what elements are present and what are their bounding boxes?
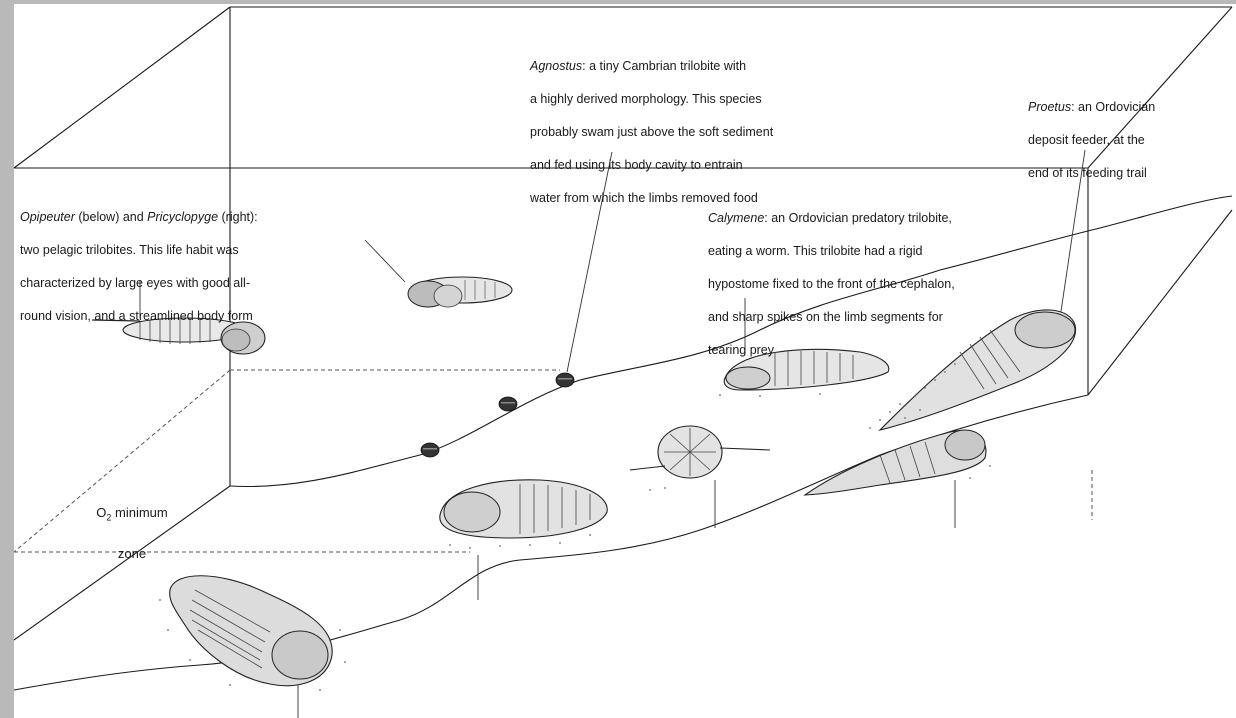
spiny-trilobite-icon	[805, 430, 986, 495]
calymene-line-2: eating a worm. This trilobite had a rigi…	[708, 243, 1068, 260]
proetus-line-3: end of its feeding trail	[1028, 165, 1228, 182]
o2-minimum-text: minimum	[111, 505, 167, 520]
agnostus-line-3: probably swam just above the soft sedime…	[530, 124, 890, 141]
proetus-name: Proetus	[1028, 100, 1071, 114]
agnostus-line-2: a highly derived morphology. This specie…	[530, 91, 890, 108]
box-top-left-diagonal	[14, 7, 230, 168]
calymene-name: Calymene	[708, 211, 764, 225]
benthic-trilobite-icon	[440, 480, 607, 538]
agnostus-line-4: and fed using its body cavity to entrain	[530, 157, 890, 174]
pelagic-text-1: (below) and	[75, 210, 147, 224]
o2-minimum-zone-label: O2 minimum zone	[72, 486, 192, 581]
calymene-label: Calymene: an Ordovician predatory trilob…	[708, 193, 1068, 375]
agnostus-line-1: : a tiny Cambrian trilobite with	[582, 59, 746, 73]
pelagic-line-1: two pelagic trilobites. This life habit …	[20, 242, 380, 259]
large-trilobite-icon	[170, 576, 333, 686]
pelagic-line-3: round vision, and a streamlined body for…	[20, 308, 380, 325]
agnostus-name: Agnostus	[530, 59, 582, 73]
pricyclopyge-name: Pricyclopyge	[147, 210, 218, 224]
o2-symbol: O	[96, 505, 106, 520]
proetus-label: Proetus: an Ordovician deposit feeder, a…	[1028, 82, 1228, 198]
pelagic-label: Opipeuter (below) and Pricyclopyge (righ…	[20, 192, 380, 341]
proetus-line-1: : an Ordovician	[1071, 100, 1155, 114]
pelagic-text-2: (right):	[218, 210, 258, 224]
enrolled-trilobite-icon	[630, 426, 770, 478]
pricyclopyge-trilobite-icon	[408, 277, 512, 307]
agnostus-trilobite-icon	[421, 373, 574, 457]
proetus-line-2: deposit feeder, at the	[1028, 132, 1228, 149]
calymene-line-1: : an Ordovician predatory trilobite,	[764, 211, 952, 225]
opipeuter-name: Opipeuter	[20, 210, 75, 224]
calymene-line-5: tearing prey	[708, 342, 1068, 359]
box-right-lower-diagonal	[1088, 210, 1232, 395]
pelagic-line-2: characterized by large eyes with good al…	[20, 275, 380, 292]
calymene-line-4: and sharp spikes on the limb segments fo…	[708, 309, 1068, 326]
calymene-line-3: hypostome fixed to the front of the ceph…	[708, 276, 1068, 293]
o2-zone-text: zone	[72, 545, 192, 563]
